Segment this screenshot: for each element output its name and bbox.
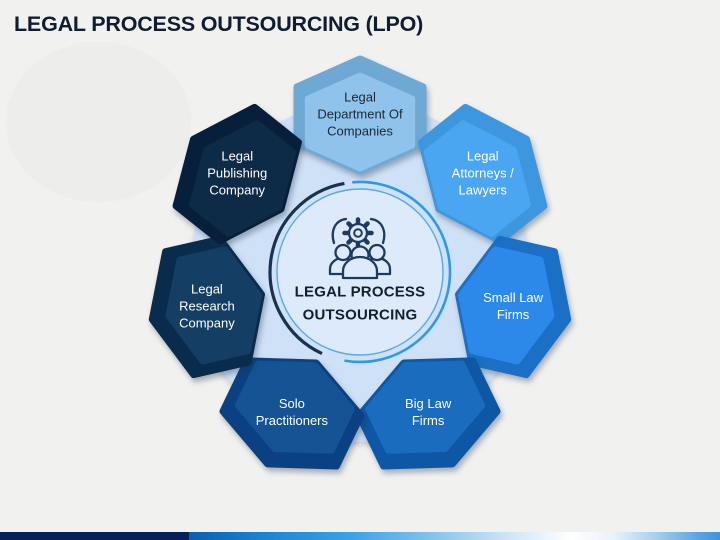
team-gear-icon bbox=[328, 217, 392, 280]
hexagon-fill bbox=[234, 360, 355, 454]
hexagon-fill bbox=[458, 246, 555, 365]
gear-ring bbox=[347, 222, 369, 244]
footer-bar-gradient bbox=[189, 532, 720, 540]
middle-person-body bbox=[341, 255, 379, 280]
center-circle-group bbox=[268, 180, 452, 364]
hexagon-fill bbox=[365, 360, 486, 454]
right-person-head bbox=[368, 243, 386, 262]
left-hand-stroke bbox=[331, 217, 348, 245]
hexagon-fill bbox=[189, 120, 297, 237]
slide-title: LEGAL PROCESS OUTSOURCING (LPO) bbox=[14, 12, 424, 36]
center-ring-dark-arc bbox=[268, 181, 345, 356]
left-person-head bbox=[334, 243, 352, 262]
footer-bar-navy bbox=[0, 532, 189, 540]
gear-teeth bbox=[342, 217, 374, 249]
hexagon-fill bbox=[423, 120, 531, 237]
hexagon-nodes-layer bbox=[148, 55, 572, 470]
center-ring-blue-arc bbox=[344, 180, 452, 364]
right-hand-stroke bbox=[369, 217, 386, 245]
decorative-circle bbox=[6, 42, 191, 202]
hexagon-fill bbox=[165, 246, 262, 365]
hexagon-fill bbox=[304, 72, 416, 172]
gear-hole bbox=[353, 228, 363, 238]
